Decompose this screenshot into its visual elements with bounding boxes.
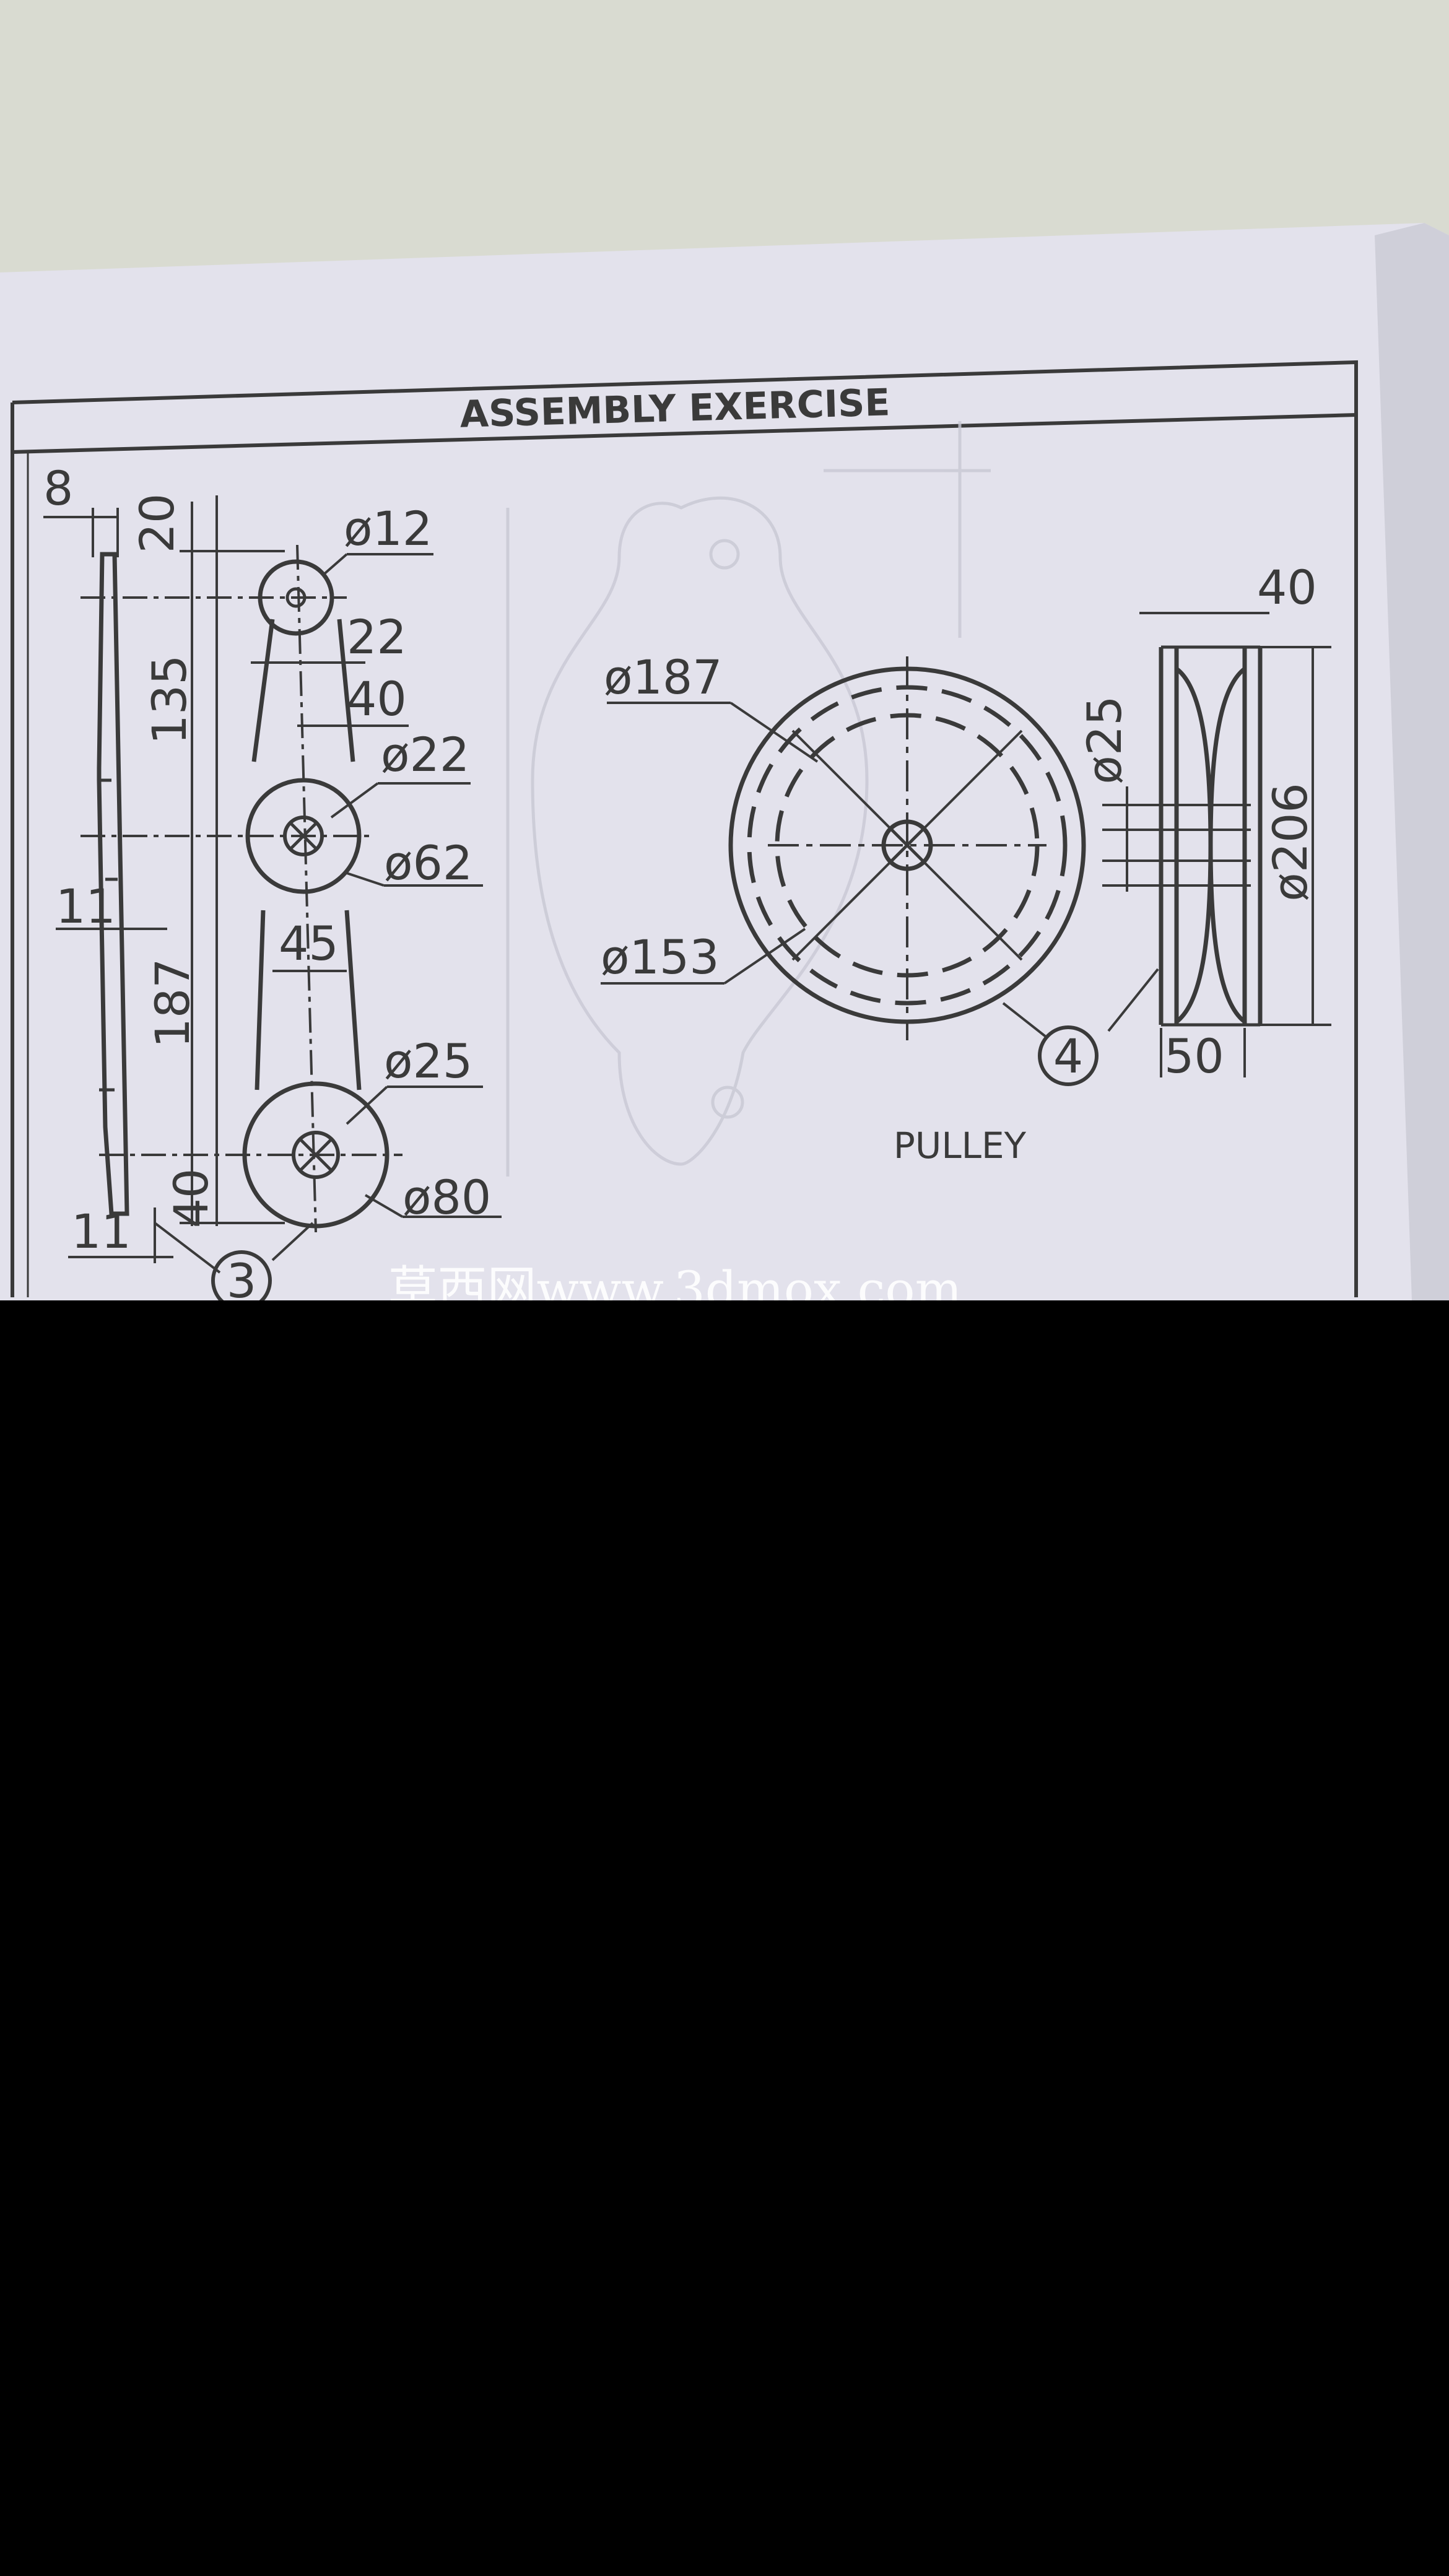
pulley-part-number: 4 [1053, 1029, 1083, 1084]
pulley-centre-lines [601, 656, 1048, 1040]
crank-part-number: 3 [227, 1253, 256, 1308]
paper-sheet [0, 223, 1449, 1300]
dim-pulley-bore: ø25 [1077, 695, 1132, 784]
dim-crank-offset-11-middle: 11 [56, 879, 116, 934]
dim-crank-bottom-hole: ø25 [384, 1033, 472, 1089]
dim-crank-length-135: 135 [142, 655, 197, 744]
bleed-through-plate [506, 421, 991, 1177]
pulley-side-view [1159, 645, 1263, 1027]
crank-middle-boss [245, 778, 362, 894]
dim-crank-top-hole: ø12 [344, 501, 432, 556]
dim-crank-middle-hole: ø22 [381, 727, 469, 782]
dim-crank-width-45: 45 [279, 916, 339, 971]
paper-edge-shadow [1375, 223, 1449, 1300]
dim-pulley-width-40: 40 [1257, 560, 1317, 615]
dim-crank-bottom-boss: ø80 [402, 1170, 491, 1225]
dim-crank-width-40: 40 [347, 671, 407, 726]
crank-side-view [97, 552, 129, 1216]
dim-pulley-width-50: 50 [1164, 1029, 1224, 1084]
dim-crank-length-40: 40 [163, 1168, 219, 1229]
crank-dimension-lines [43, 495, 502, 1274]
dim-crank-middle-boss: ø62 [384, 835, 472, 890]
crank-body-outline [251, 619, 362, 1090]
crank-bottom-hole [292, 1131, 340, 1179]
dim-pulley-overall-diameter: ø206 [1263, 783, 1318, 902]
dim-crank-length-20: 20 [129, 494, 185, 554]
pulley-caption: PULLEY [894, 1125, 1027, 1167]
drawing-frame [11, 360, 1358, 1297]
dim-pulley-outer-diameter: ø187 [604, 650, 723, 705]
dim-crank-length-187: 187 [145, 958, 200, 1048]
dim-pulley-inner-diameter: ø153 [601, 929, 720, 985]
dim-crank-width-22: 22 [347, 609, 407, 664]
pulley-side-dimension-lines [1102, 612, 1331, 1077]
dim-crank-thickness-8: 8 [43, 461, 73, 516]
pulley-part-balloon [1038, 1025, 1099, 1086]
dim-crank-offset-11-bottom: 11 [71, 1204, 131, 1259]
black-lower-area [0, 1300, 1449, 2576]
